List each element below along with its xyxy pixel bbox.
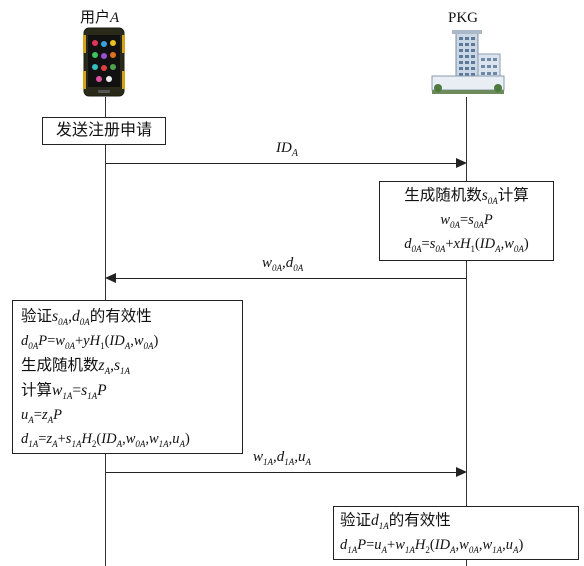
office-building-icon: [428, 28, 508, 98]
pkg-lifeline: [466, 97, 467, 566]
pkg-compute-box: 生成随机数s0A计算 w0A=s0AP d0A=s0A+xH1(IDA,w0A): [379, 181, 554, 261]
message-3-arrow: [106, 472, 456, 473]
message-2-arrow: [116, 278, 466, 279]
message-2-label: w0A,d0A: [262, 255, 304, 273]
user-verify-line-4: 计算w1A=s1AP: [21, 382, 107, 402]
message-3-arrowhead: [456, 467, 467, 477]
user-verify-line-6: d1A=zA+s1AH2(IDA,w0A,w1A,uA): [21, 431, 190, 449]
user-verify-line-5: uA=zAP: [21, 407, 62, 426]
user-verify-line-3: 生成随机数zA,s1A: [21, 356, 130, 377]
actor-user-label: 用户A: [80, 10, 120, 26]
message-1-arrowhead: [456, 158, 467, 168]
message-1-label: IDA: [276, 140, 298, 159]
pkg-verify-line-2: d1AP=uA+w1AH2(IDA,w0A,w1A,uA): [340, 537, 524, 555]
user-verify-box: 验证s0A,d0A的有效性 d0AP=w0A+yH1(IDA,w0A) 生成随机…: [12, 300, 243, 454]
actor-pkg-label: PKG: [448, 10, 479, 26]
pkg-compute-line-2: w0A=s0AP: [440, 212, 493, 230]
register-request-label: 发送注册申请: [55, 122, 152, 139]
pkg-verify-line-1: 验证d1A的有效性: [340, 512, 451, 532]
register-request-box: 发送注册申请: [42, 117, 166, 145]
pkg-compute-line-1: 生成随机数s0A计算: [404, 187, 529, 207]
message-3-label: w1A,d1A,uA: [253, 449, 312, 467]
smartphone-icon: [83, 27, 125, 97]
pkg-verify-box: 验证d1A的有效性 d1AP=uA+w1AH2(IDA,w0A,w1A,uA): [333, 506, 579, 560]
user-verify-line-2: d0AP=w0A+yH1(IDA,w0A): [21, 333, 159, 351]
message-1-arrow: [106, 163, 456, 164]
user-verify-line-1: 验证s0A,d0A的有效性: [21, 308, 152, 328]
pkg-compute-line-3: d0A=s0A+xH1(IDA,w0A): [404, 235, 529, 254]
message-2-arrowhead: [105, 273, 116, 283]
